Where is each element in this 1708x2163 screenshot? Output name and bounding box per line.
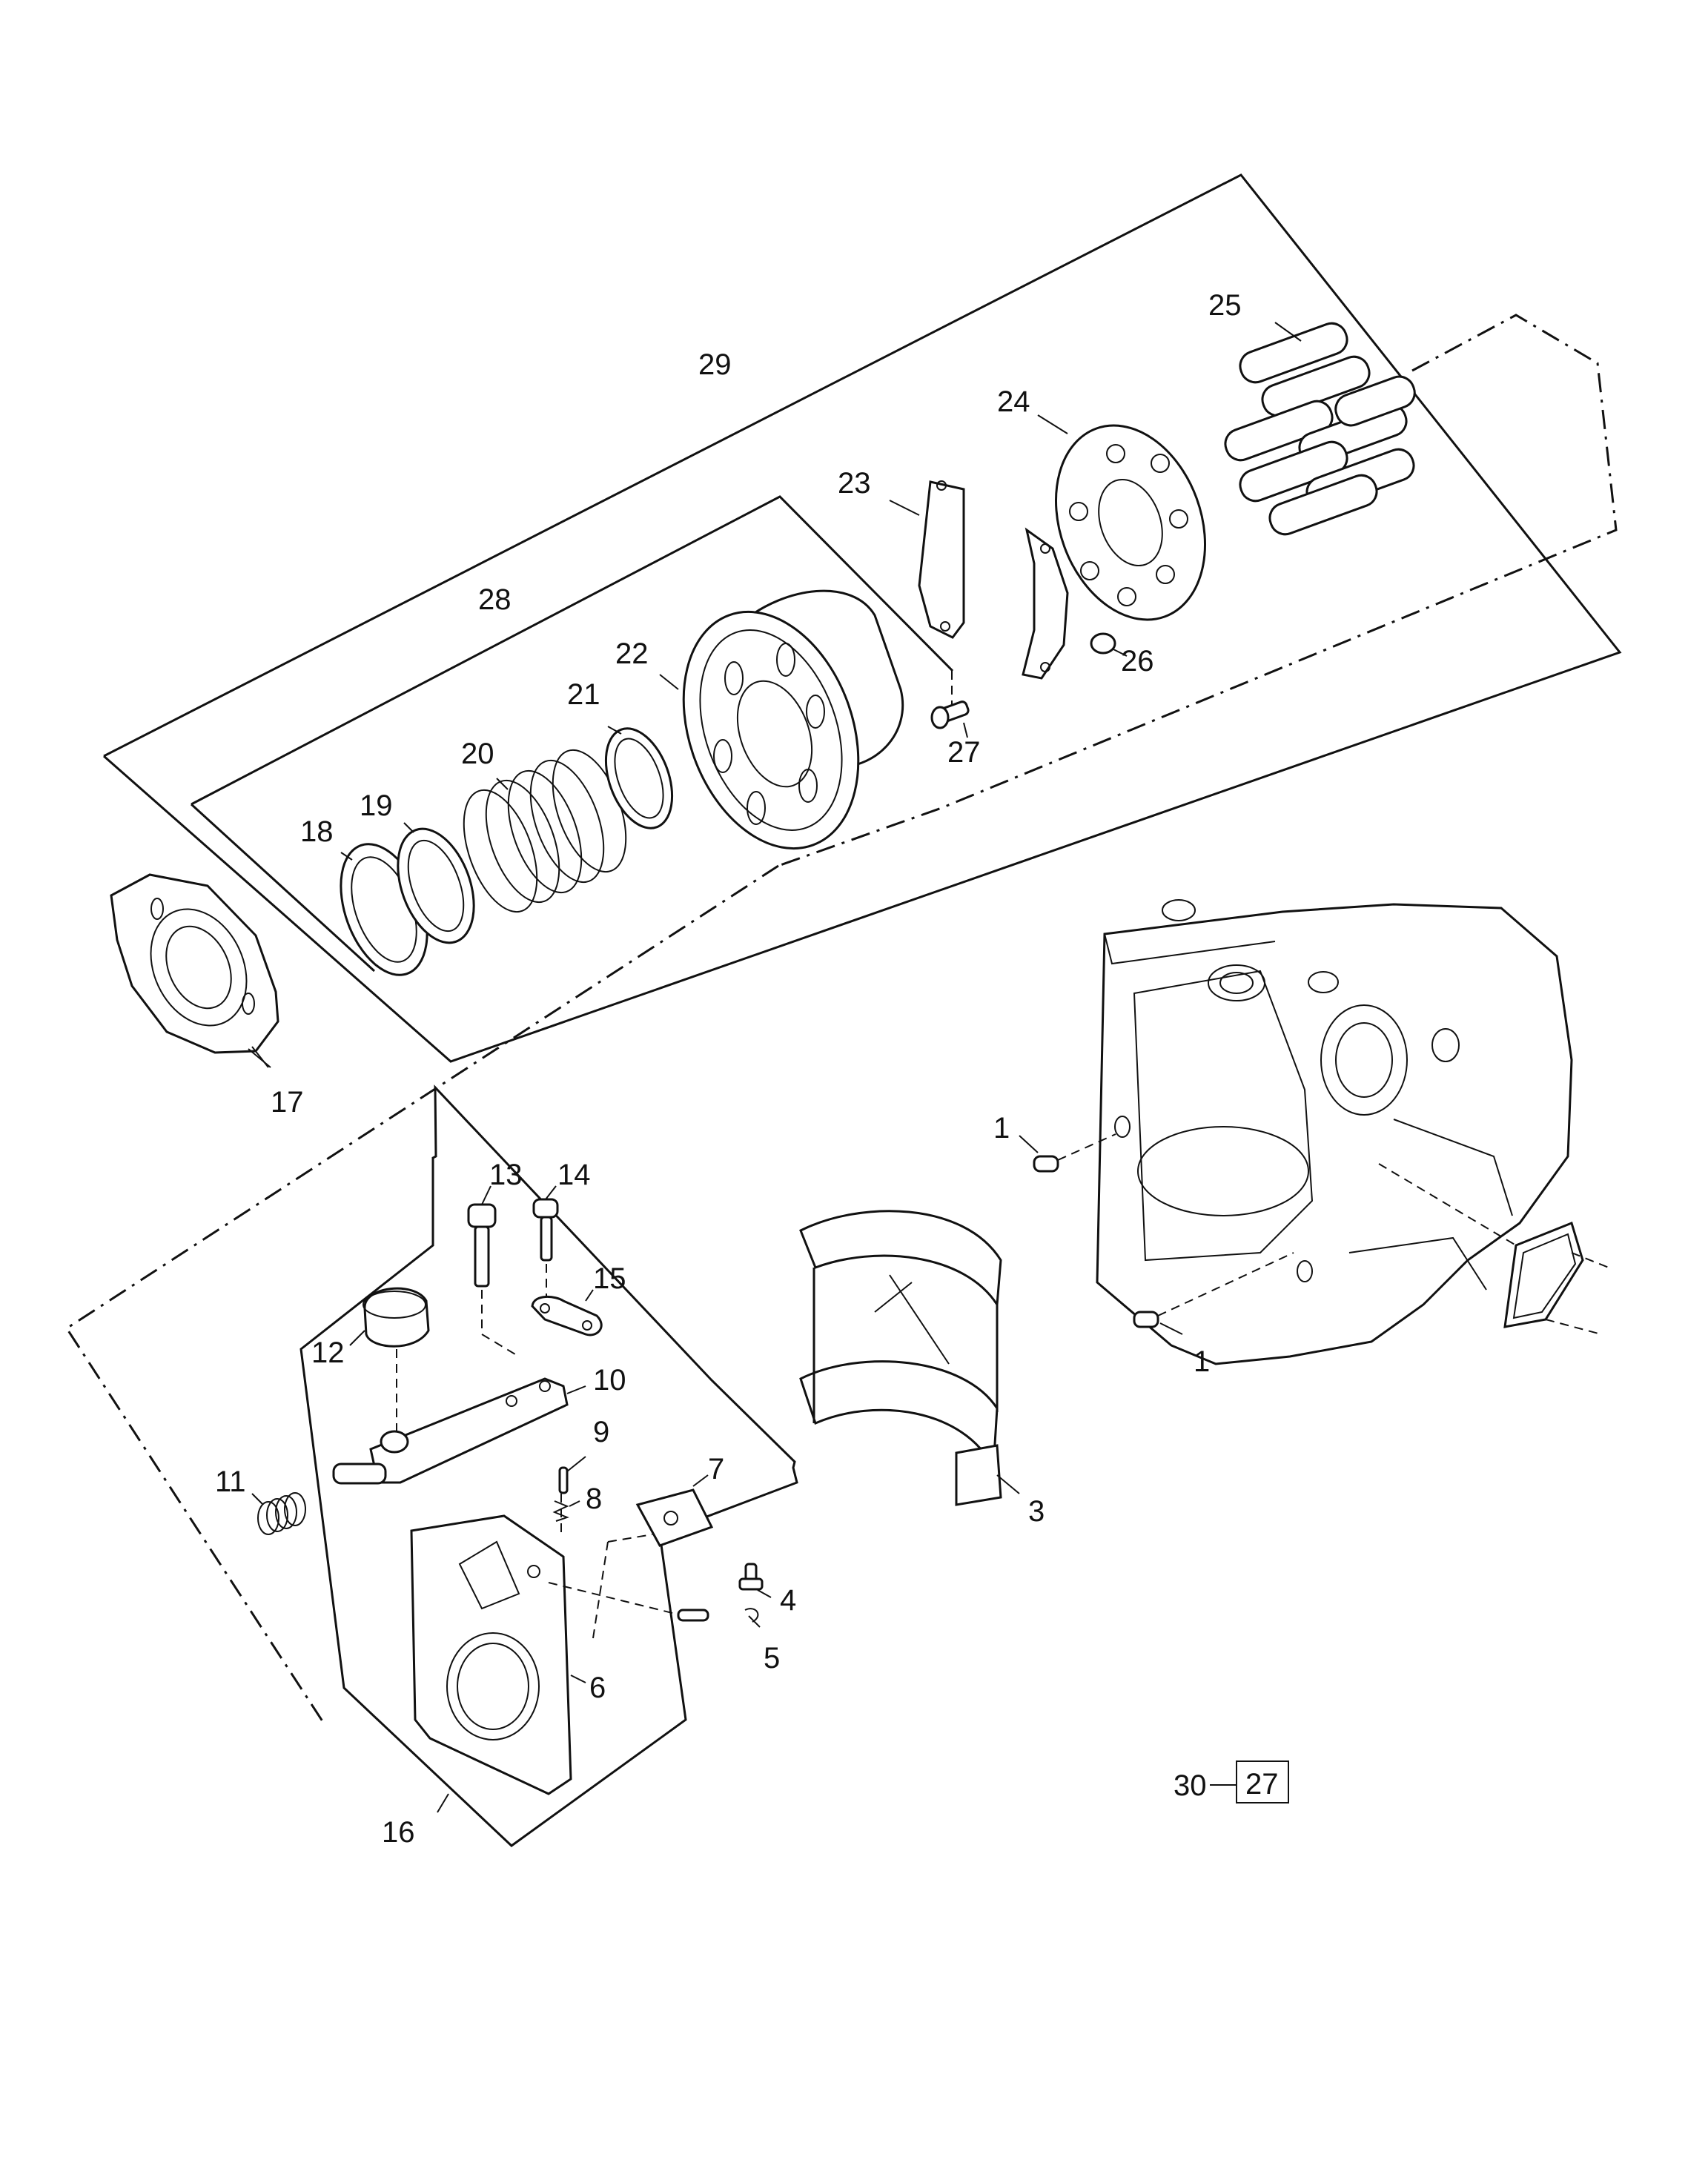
- part-26-bushing: [1090, 632, 1116, 655]
- dashdot-outline-lower: [64, 864, 779, 1722]
- part-19-ring: [397, 827, 475, 944]
- part-12-cap: [363, 1287, 430, 1348]
- callout-23: 23: [838, 467, 871, 500]
- part-11-spring: [257, 1492, 306, 1535]
- part-7-plate: [635, 1488, 714, 1547]
- callout-1-lower: 1: [1194, 1345, 1210, 1378]
- callout-18: 18: [300, 815, 334, 848]
- part-4-bolt: [738, 1563, 764, 1591]
- part-23-retainer: [918, 480, 965, 639]
- leader-lines: [251, 322, 1302, 1813]
- callout-6: 6: [589, 1672, 606, 1704]
- part-5-pin: [548, 1582, 759, 1623]
- callout-11: 11: [215, 1465, 246, 1498]
- assembly-path-13: [481, 1334, 520, 1357]
- callout-19: 19: [360, 789, 393, 822]
- part-8-spring: [552, 1500, 569, 1522]
- kit-29-outline: [103, 173, 1622, 1063]
- pump-housing: [1096, 899, 1573, 1365]
- part-21-ring: [604, 727, 674, 829]
- callout-26: 26: [1121, 645, 1154, 678]
- callout-15: 15: [593, 1262, 626, 1295]
- page-reference: 30 27: [1174, 1760, 1289, 1803]
- assembly-path-6: [592, 1541, 609, 1639]
- kit-28-outline: [191, 495, 954, 806]
- page-ref-section: 30: [1174, 1769, 1207, 1802]
- part-9-pin: [558, 1466, 569, 1494]
- callout-21: 21: [567, 678, 600, 711]
- page-ref-page: 27: [1245, 1768, 1279, 1801]
- housing-cover-gasket: [1378, 1163, 1609, 1335]
- callout-17: 17: [271, 1086, 304, 1119]
- kit-16-outline: [299, 1084, 798, 1847]
- callout-5: 5: [764, 1642, 780, 1675]
- callout-1-upper: 1: [993, 1112, 1010, 1145]
- callout-20: 20: [461, 738, 494, 770]
- part-15-link: [531, 1296, 603, 1336]
- part-22-cylinder-block: [682, 589, 904, 850]
- callout-9: 9: [593, 1416, 609, 1448]
- callout-29: 29: [698, 348, 732, 381]
- part-14-screw: [532, 1198, 559, 1305]
- callout-13: 13: [489, 1159, 523, 1191]
- part-10-lever: [332, 1377, 569, 1485]
- part-24-retainer-plate: [1054, 424, 1207, 621]
- part-retainer-second: [1022, 527, 1069, 680]
- part-1-pin-upper: [1033, 1133, 1116, 1173]
- part-27-bolt: [930, 700, 970, 729]
- callout-10: 10: [593, 1364, 626, 1397]
- part-1-pin-lower: [1133, 1252, 1294, 1328]
- callout-14: 14: [557, 1159, 591, 1191]
- dashdot-outline-upper: [778, 314, 1618, 867]
- part-3-band: [799, 1210, 1002, 1506]
- part-6-control-housing: [410, 1514, 572, 1795]
- callout-4: 4: [780, 1584, 796, 1617]
- callout-16: 16: [382, 1816, 415, 1849]
- callout-12: 12: [311, 1336, 345, 1369]
- callout-22: 22: [615, 637, 649, 670]
- callout-27: 27: [947, 736, 981, 769]
- callout-24: 24: [997, 385, 1030, 418]
- callout-3: 3: [1028, 1495, 1045, 1528]
- part-17-end-plate: [110, 873, 279, 1068]
- callout-28: 28: [478, 583, 512, 616]
- assembly-path-7: [607, 1534, 653, 1543]
- callout-8: 8: [586, 1483, 602, 1515]
- callout-25: 25: [1208, 289, 1242, 322]
- part-25-pistons: [1224, 322, 1416, 536]
- callout-7: 7: [708, 1453, 724, 1485]
- part-13-bolt: [467, 1203, 497, 1334]
